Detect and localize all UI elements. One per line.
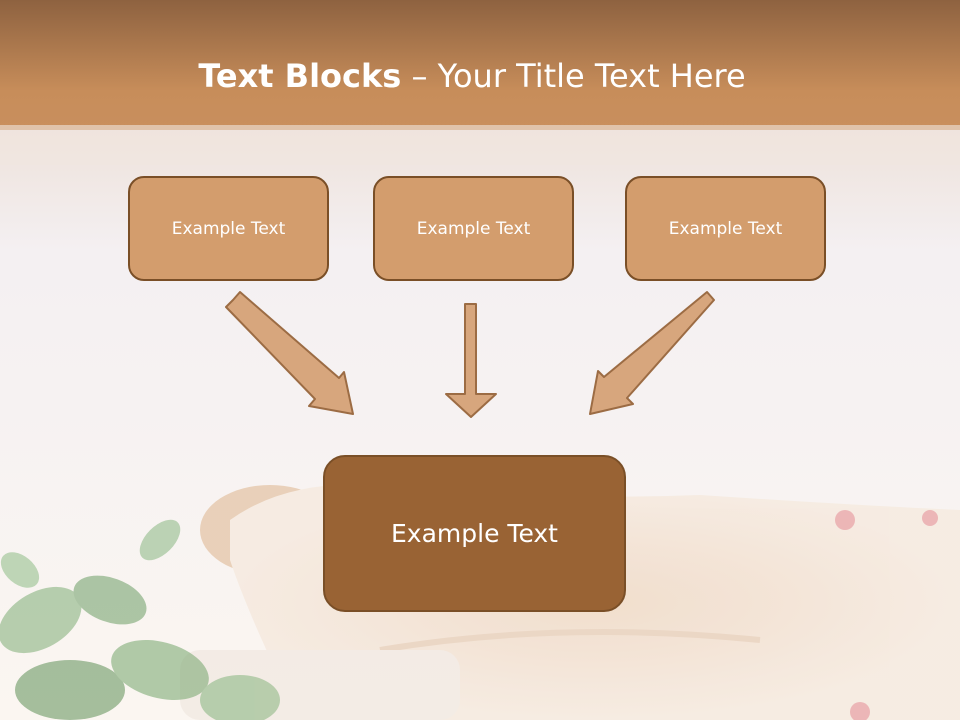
text-block-right-label: Example Text — [668, 218, 783, 239]
arrow-right-diagonal — [589, 291, 715, 415]
title-rest-part: – Your Title Text Here — [401, 57, 746, 95]
text-block-left-label: Example Text — [171, 218, 286, 239]
petals-image — [835, 510, 938, 720]
text-block-center[interactable]: Example Text — [323, 455, 626, 612]
arrow-left-diagonal — [225, 291, 354, 415]
title-bold-part: Text Blocks — [198, 57, 402, 95]
text-block-middle[interactable]: Example Text — [373, 176, 574, 281]
arrow-middle-down — [445, 303, 497, 418]
header-band — [0, 0, 960, 130]
text-block-left[interactable]: Example Text — [128, 176, 329, 281]
leaves-image — [0, 519, 280, 720]
text-block-center-label: Example Text — [391, 519, 558, 548]
slide-title: Text Blocks – Your Title Text Here — [0, 50, 944, 102]
text-block-middle-label: Example Text — [416, 218, 531, 239]
text-block-right[interactable]: Example Text — [625, 176, 826, 281]
